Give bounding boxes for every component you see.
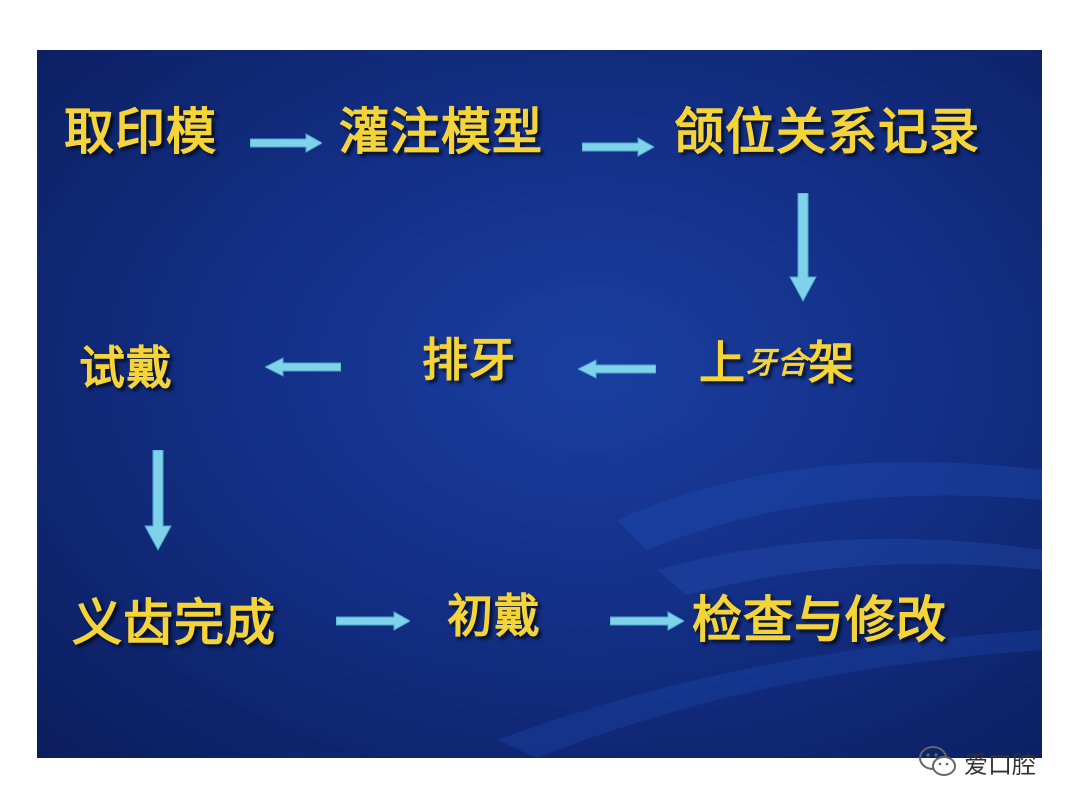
- step-check-and-adjust: 检查与修改: [692, 591, 947, 649]
- step-try-in: 试戴: [79, 341, 173, 395]
- arrow-down-icon: [144, 450, 172, 552]
- arrow-down-icon: [789, 193, 817, 303]
- step-pour-model: 灌注模型: [339, 103, 543, 161]
- arrow-right-icon: [610, 611, 684, 631]
- step-jaw-relation-record: 颌位关系记录: [674, 103, 980, 161]
- step-initial-insertion: 初戴: [447, 589, 541, 643]
- arrow-left-icon: [265, 357, 341, 377]
- arrow-left-icon: [578, 359, 656, 379]
- watermark: 爱口腔: [918, 742, 1036, 782]
- slide-background: 取印模 灌注模型 颌位关系记录 试戴 排牙 上牙合架 义齿完成 初戴 检查与修改: [37, 50, 1042, 758]
- arrow-right-icon: [336, 611, 410, 631]
- articulator-end: 架: [808, 336, 855, 390]
- arrow-right-icon: [582, 137, 654, 157]
- decorative-swoosh: [497, 461, 1042, 758]
- wechat-icon: [919, 746, 956, 776]
- step-arrange-teeth: 排牙: [422, 333, 516, 387]
- articulator-small: 牙合: [746, 346, 808, 381]
- step-mount-articulator: 上牙合架: [699, 340, 855, 386]
- articulator-main: 上: [699, 336, 746, 390]
- arrow-right-icon: [250, 133, 322, 153]
- step-take-impression: 取印模: [64, 103, 217, 161]
- step-denture-completed: 义齿完成: [72, 594, 276, 652]
- watermark-text: 爱口腔: [964, 750, 1036, 779]
